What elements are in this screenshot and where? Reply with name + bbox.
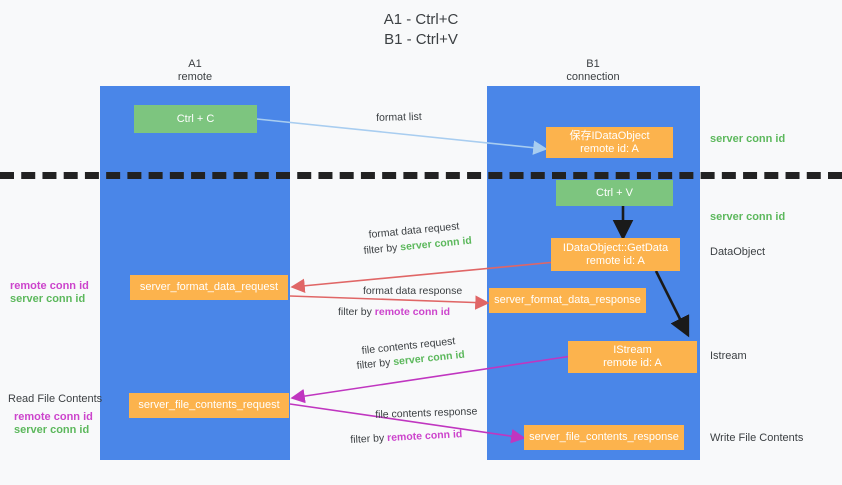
filter-prefix: filter by: [350, 432, 388, 446]
edge-label-file-contents-response-filter: filter by remote conn id: [350, 427, 463, 447]
node-istream[interactable]: IStream remote id: A: [568, 341, 697, 373]
lane-header-a1: A1 remote: [177, 58, 213, 83]
node-server-file-contents-response[interactable]: server_file_contents_response: [524, 425, 684, 450]
annotation-remote-conn-id-top: remote conn id: [10, 280, 89, 292]
annotation-server-conn-id-mid: server conn id: [710, 211, 786, 223]
node-ctrl-c[interactable]: Ctrl + C: [134, 105, 257, 133]
node-server-file-contents-request[interactable]: server_file_contents_request: [129, 393, 289, 418]
filter-prefix: filter by: [356, 356, 394, 372]
annotation-server-conn-id-top: server conn id: [710, 133, 786, 145]
annotation-dataobject: DataObject: [710, 246, 766, 258]
annotation-istream: Istream: [710, 350, 747, 362]
filter-prefix: filter by: [338, 306, 375, 318]
node-ctrl-v[interactable]: Ctrl + V: [556, 180, 673, 206]
page-title: A1 - Ctrl+C B1 - Ctrl+V: [383, 11, 459, 48]
filter-value: remote conn id: [386, 428, 463, 445]
annotation-read-file-contents: Read File Contents: [8, 393, 103, 405]
annotation-server-conn-id-left-top: server conn id: [10, 293, 86, 305]
edge-label-format-data-response: format data response: [363, 285, 463, 297]
node-server-format-data-request[interactable]: server_format_data_request: [130, 275, 288, 300]
filter-value: remote conn id: [374, 306, 451, 318]
annotation-server-conn-id-left-bottom: server conn id: [14, 424, 90, 436]
annotation-remote-conn-id-bottom: remote conn id: [14, 411, 93, 423]
phase-divider: [0, 172, 842, 179]
edge-label-format-data-response-filter: filter by remote conn id: [338, 305, 450, 319]
edge-label-file-contents-response: file contents response: [375, 405, 478, 421]
node-server-format-data-response[interactable]: server_format_data_response: [489, 288, 646, 313]
lane-header-b1: B1 connection: [566, 58, 620, 83]
filter-prefix: filter by: [363, 241, 401, 257]
node-idataobject-getdata[interactable]: IDataObject::GetData remote id: A: [551, 238, 680, 271]
edge-label-format-list: format list: [376, 110, 422, 124]
node-save-idataobject[interactable]: 保存IDataObject remote id: A: [546, 127, 673, 158]
annotation-write-file-contents: Write File Contents: [710, 432, 804, 444]
